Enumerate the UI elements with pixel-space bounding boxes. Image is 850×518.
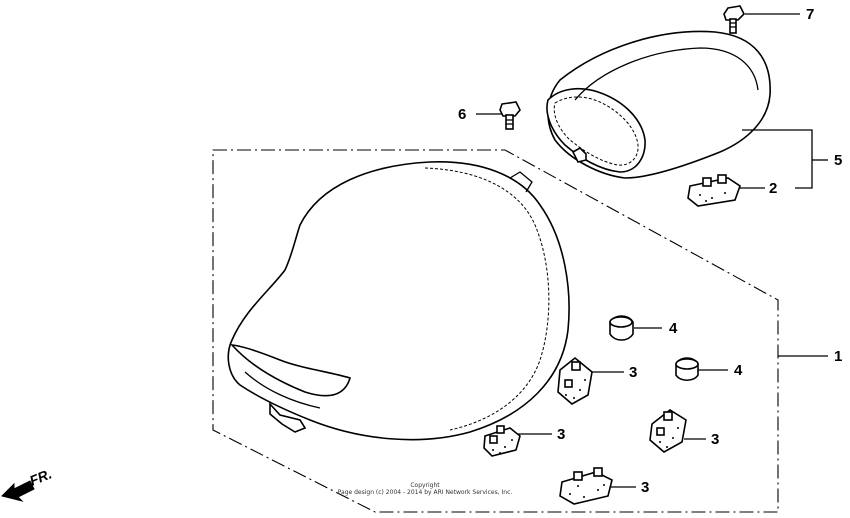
rider-seat [227,161,570,441]
rubber-block-3-c [649,409,687,453]
callout-1: 1 [834,348,842,365]
callout-4-lower: 4 [734,362,743,379]
callout-5: 5 [834,152,842,169]
front-direction-indicator: FR. [1,465,54,502]
callout-3-a: 3 [629,364,637,381]
cushion-4-upper [609,315,634,341]
callout-6: 6 [458,106,466,123]
leader-lines [476,13,828,488]
seat-assembly-outline [212,149,779,513]
leader-5-bracket [742,129,813,189]
rubber-block-3-b [483,425,521,457]
callout-2: 2 [769,180,777,197]
callout-7: 7 [806,6,814,23]
passenger-seat [546,30,771,179]
cushion-4-lower [675,357,699,382]
front-label: FR. [27,465,54,488]
copyright-line-2: Page design (c) 2004 - 2014 by ARI Netwo… [338,489,513,496]
rubber-block-3-a [557,356,593,405]
bolt-6 [499,101,521,130]
callout-3-d: 3 [641,479,649,496]
callout-3-c: 3 [711,431,719,448]
rubber-block-3-d [559,467,613,505]
callout-4-upper: 4 [669,320,678,337]
bolt-7 [723,5,745,34]
copyright-line-1: Copyright [410,482,440,489]
front-arrow-icon [1,480,35,502]
rubber-block-2 [687,174,741,207]
callout-3-b: 3 [557,426,565,443]
